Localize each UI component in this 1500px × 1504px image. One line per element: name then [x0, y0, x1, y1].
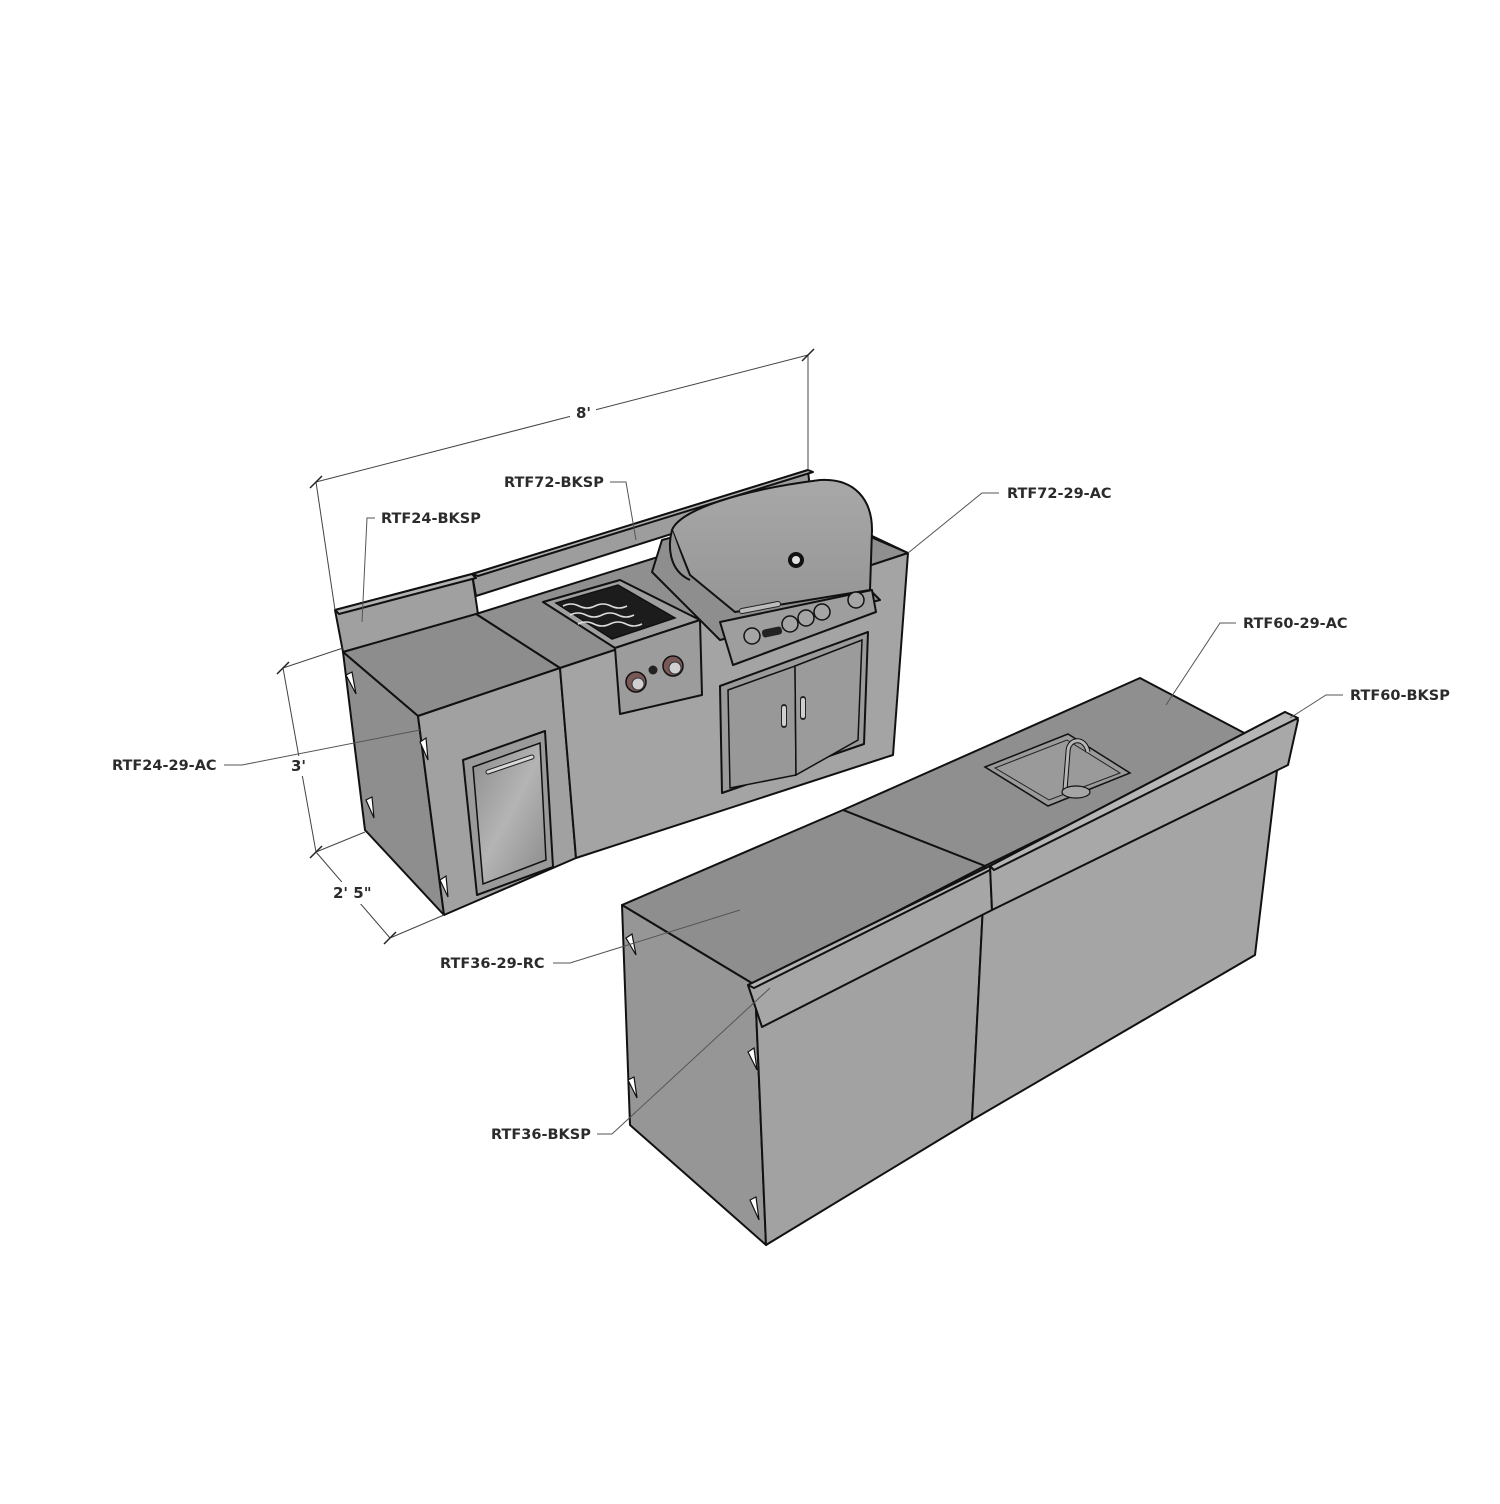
side-burner: [542, 579, 703, 715]
grill-island: [334, 469, 909, 916]
dimension-lines: 8' 3' 2' 5": [276, 348, 815, 945]
callout-rtf24-29-ac: RTF24-29-AC: [112, 758, 217, 774]
callout-rtf72-bksp: RTF72-BKSP: [504, 475, 604, 491]
callout-rtf36-bksp: RTF36-BKSP: [491, 1127, 591, 1143]
dimension-depth: 2' 5": [333, 884, 372, 902]
callout-rtf24-bksp: RTF24-BKSP: [381, 511, 481, 527]
bar-island: [621, 677, 1299, 1246]
dimension-height: 3': [291, 757, 306, 775]
callout-rtf60-29-ac: RTF60-29-AC: [1243, 616, 1348, 632]
callout-rtf72-29-ac: RTF72-29-AC: [1007, 486, 1112, 502]
grill-knobs: [743, 591, 865, 645]
access-doors: [719, 631, 869, 794]
grill-hood: [671, 478, 873, 613]
dimension-length: 8': [576, 404, 591, 422]
callout-rtf36-29-rc: RTF36-29-RC: [440, 956, 545, 972]
bar-sink: [983, 733, 1132, 807]
callout-rtf60-bksp: RTF60-BKSP: [1350, 688, 1450, 704]
callouts: RTF24-BKSP RTF72-BKSP RTF72-29-AC RTF24-…: [112, 475, 1450, 1143]
built-in-grill: [651, 478, 881, 666]
trash-drawer: [462, 730, 554, 896]
